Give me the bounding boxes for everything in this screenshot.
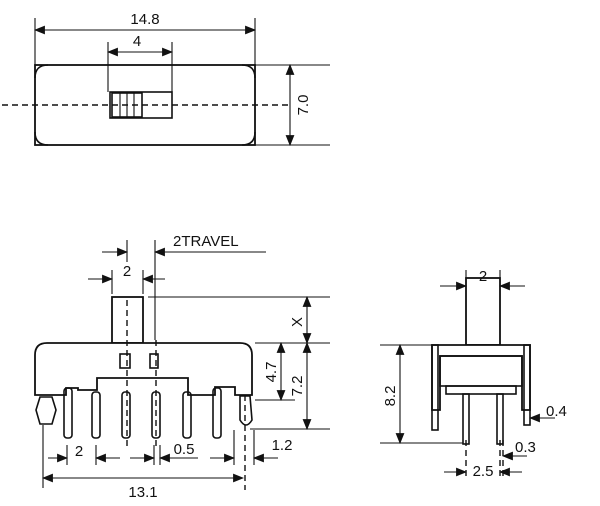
pins bbox=[63, 387, 222, 439]
tab-thickness-label: 0.4 bbox=[546, 403, 567, 420]
pin-pitch-label: 2 bbox=[75, 443, 83, 460]
pin-spacing-label: 2.5 bbox=[473, 463, 494, 480]
slider-window bbox=[109, 91, 173, 119]
corner-marks bbox=[34, 64, 256, 146]
end-actuator bbox=[465, 277, 501, 346]
dim-height-label: 7.0 bbox=[295, 95, 312, 116]
dim-actuator-label: 4 bbox=[133, 33, 141, 50]
dim-4-7-label: 4.7 bbox=[263, 362, 280, 383]
end-view: 2 8.2 0.4 0.3 2.5 bbox=[380, 268, 567, 480]
tab-spacing-label: 13.1 bbox=[128, 484, 157, 501]
end-actuator-width-label: 2 bbox=[479, 268, 487, 285]
pin-thickness-label: 0.3 bbox=[515, 439, 536, 456]
travel-label: 2TRAVEL bbox=[173, 233, 239, 250]
end-tab-left bbox=[431, 344, 439, 431]
left-tab bbox=[35, 396, 57, 425]
tab-width-label: 1.2 bbox=[272, 437, 293, 454]
actuator-width-label: 2 bbox=[123, 263, 131, 280]
dim-length-label: 14.8 bbox=[130, 11, 159, 28]
top-view: 14.8 4 7.0 bbox=[2, 11, 330, 147]
pin-width-label: 0.5 bbox=[174, 441, 195, 458]
end-frame bbox=[431, 344, 531, 411]
end-height-label: 8.2 bbox=[382, 386, 399, 407]
end-tab-right bbox=[523, 344, 531, 426]
right-tab bbox=[239, 395, 253, 426]
dim-7-2-label: 7.2 bbox=[289, 376, 306, 397]
side-body bbox=[34, 342, 253, 396]
dim-x-label: X bbox=[289, 317, 306, 327]
side-view: 2TRAVEL 2 X 4.7 7.2 2 0.5 1.2 13.1 bbox=[34, 233, 330, 501]
